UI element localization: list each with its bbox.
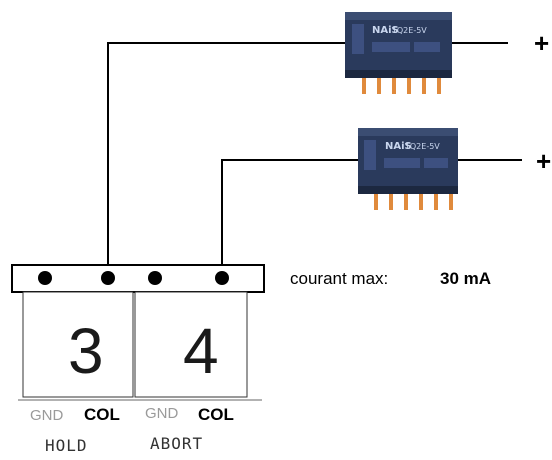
module-hold-panel [22, 291, 134, 398]
wires [107, 42, 522, 278]
module-abort-panel [134, 291, 248, 398]
relay-2: NAiS TQ2E-5V [358, 128, 458, 210]
relay-1: NAiS TQ2E-5V [345, 12, 452, 94]
plus-sign-relay1: + [534, 28, 549, 58]
module-abort-col-label: COL [198, 405, 234, 424]
module-hold-number: 3 [68, 315, 104, 387]
relay-2-model: TQ2E-5V [404, 142, 440, 151]
relay-1-model: TQ2E-5V [391, 26, 427, 35]
module-hold-col-label: COL [84, 405, 120, 424]
relay-2-pins [374, 190, 453, 210]
max-current-value: 30 mA [440, 269, 491, 288]
module-hold-gnd-label: GND [30, 407, 64, 424]
module-abort-number: 4 [183, 315, 219, 387]
terminal-gnd-abort [148, 271, 162, 285]
terminal-block: 3 GND COL HOLD 4 GND COL ABORT [11, 264, 265, 455]
module-abort-gnd-label: GND [145, 405, 179, 422]
wire-col-hold-to-relay1 [107, 42, 345, 278]
max-current-label: courant max: [290, 269, 388, 288]
module-abort: 4 GND COL ABORT [134, 291, 248, 453]
terminal-col-abort [215, 271, 229, 285]
module-hold: 3 GND COL HOLD [22, 291, 134, 455]
terminal-col-hold [101, 271, 115, 285]
terminal-gnd-hold [38, 271, 52, 285]
relay-1-brand: NAiS [372, 25, 399, 36]
module-hold-function-label: HOLD [45, 436, 88, 455]
max-current-note: courant max: 30 mA [290, 269, 491, 288]
plus-sign-relay2: + [536, 146, 551, 176]
wire-col-abort-to-relay2 [221, 159, 358, 278]
relay-1-pins [362, 74, 441, 94]
module-abort-function-label: ABORT [150, 434, 203, 453]
relay-2-brand: NAiS [385, 141, 412, 152]
